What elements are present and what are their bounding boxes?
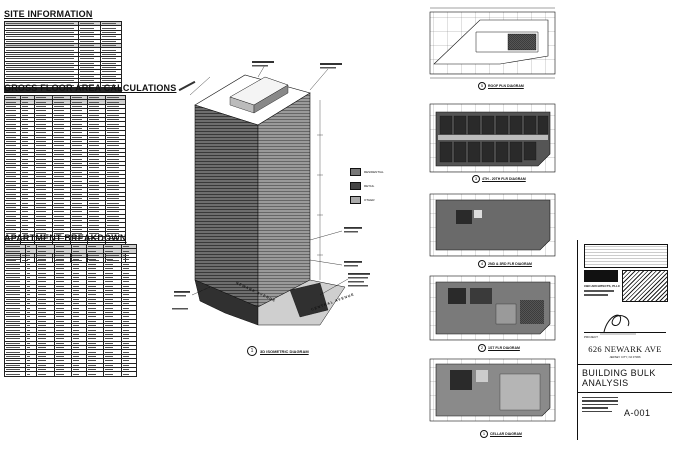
apartment-breakdown-table [3,243,138,377]
table-row [3,358,138,364]
plan-caption-first: 2 1ST FLR DIAGRAM [478,344,520,352]
first-floor-plan [429,275,556,341]
table-row [3,252,138,259]
table-row [4,86,122,93]
cellar-plan [429,358,556,422]
table-row [3,187,126,193]
sheet-title: BUILDING BULK ANALYSIS [582,368,656,388]
plan-caption-second-third: 4 2ND & 3RD FLR DIAGRAM [478,260,532,268]
table-row [3,331,138,338]
podium-base [194,279,259,326]
floor-plan-diagrams [429,7,556,422]
isometric-building-diagram [172,61,370,326]
legend-swatch-other [350,196,361,204]
table-row [3,191,126,198]
second-third-floor-plan [429,193,556,257]
table-row [3,349,138,355]
revision-stamp [584,244,668,268]
roof-plan [429,7,556,79]
legend-swatch-retail [350,182,361,190]
plan-caption-cellar: 1 CELLAR DIAGRAM [480,430,522,438]
key-plan-thumbnail [622,270,668,302]
project-city: JERSEY CITY, NJ 07306 [609,355,641,359]
table-row [3,138,126,145]
table-row [3,296,138,303]
gfa-title: GROSS FLOOR AREA CALCULATIONS [4,83,177,93]
plan-caption-roof: 5 ROOF PLN DIAGRAM [478,82,524,90]
legend: RESIDENTIAL RETAIL OTHER [350,168,384,204]
firm-logo [584,270,618,282]
site-information-title: SITE INFORMATION [4,9,93,19]
detail-bubble: 1 [247,346,257,356]
table-row [3,353,138,360]
table-row [3,94,126,101]
sheet-metadata [582,397,618,412]
signature [600,314,636,335]
sheet-number: A-001 [624,408,651,418]
tower-left-facade [194,104,259,308]
project-address: 626 NEWARK AVE [588,344,662,354]
table-row [4,38,122,45]
plan-caption-typical: 3 4TH - 20TH FLR DIAGRAM [472,175,526,183]
table-row [3,143,126,149]
apartment-breakdown-title: APARTMENT BREAKDOWN [4,233,127,243]
table-row [3,371,138,377]
title-block: CBD ARCHITECTS, PLLC PROJECT 626 NEWARK … [577,240,672,440]
table-row [3,248,138,254]
table-row [3,327,138,333]
site-information-table [4,20,122,93]
typical-floor-plan [429,103,556,173]
tower-right-facade [257,92,311,308]
table-row [3,169,126,176]
isometric-caption: 1 3D ISOMETRIC DIAGRAM [247,346,309,356]
legend-swatch-residential [350,168,361,176]
